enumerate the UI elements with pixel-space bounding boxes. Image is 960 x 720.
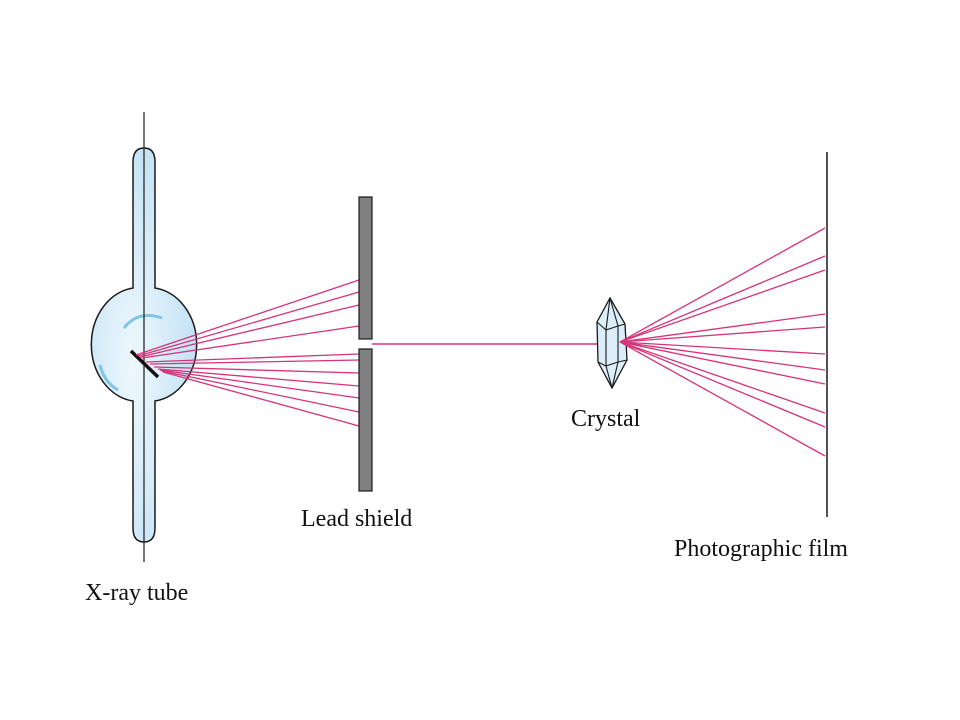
tube-ray bbox=[157, 368, 360, 387]
label-crystal: Crystal bbox=[571, 406, 641, 432]
tube-ray bbox=[162, 371, 360, 427]
tube-ray bbox=[135, 279, 360, 356]
crystal-edge bbox=[605, 361, 619, 367]
lead-shield-lower bbox=[358, 348, 373, 492]
diffracted-ray bbox=[619, 341, 826, 414]
xray-tube bbox=[90, 112, 198, 562]
tube-highlight-upper bbox=[122, 314, 163, 329]
crystal bbox=[596, 296, 628, 390]
diffracted-ray bbox=[619, 341, 826, 457]
diffracted-ray bbox=[619, 326, 826, 343]
diffracted-ray bbox=[619, 341, 826, 385]
tube-ray bbox=[161, 370, 360, 413]
tube-target bbox=[129, 349, 160, 379]
crystal-edge bbox=[617, 323, 626, 327]
tube-ray bbox=[153, 366, 360, 374]
lead-shield bbox=[358, 196, 373, 492]
label-lead-shield: Lead shield bbox=[301, 506, 413, 532]
tube-ray bbox=[141, 325, 360, 359]
crystal-edge bbox=[597, 361, 607, 367]
diffracted-ray bbox=[619, 341, 826, 371]
tube-ray bbox=[137, 291, 360, 357]
crystal-edge bbox=[605, 297, 611, 331]
diffracted-ray bbox=[619, 313, 826, 343]
tube-ray bbox=[149, 359, 360, 365]
crystal-edge bbox=[596, 321, 607, 331]
diffracted-rays bbox=[619, 227, 826, 457]
lead-shield-upper bbox=[358, 196, 373, 340]
crystal-edge bbox=[611, 361, 619, 389]
crystal-edge bbox=[605, 365, 613, 389]
diffracted-ray bbox=[619, 269, 826, 343]
diffracted-ray bbox=[619, 341, 826, 355]
tube-highlight-lower bbox=[98, 364, 119, 392]
crystal-edge bbox=[617, 359, 628, 363]
tube-ray bbox=[139, 304, 360, 358]
diffracted-ray bbox=[619, 341, 826, 428]
crystal-edge bbox=[609, 297, 619, 327]
tube-ray bbox=[159, 369, 360, 399]
diffracted-ray bbox=[619, 227, 826, 343]
label-photographic-film: Photographic film bbox=[674, 536, 848, 562]
tube-ray bbox=[145, 353, 360, 363]
label-xray-tube: X-ray tube bbox=[85, 580, 189, 606]
tube-rays bbox=[135, 279, 360, 427]
crystal-edge bbox=[605, 325, 619, 331]
diffracted-ray bbox=[619, 255, 826, 343]
